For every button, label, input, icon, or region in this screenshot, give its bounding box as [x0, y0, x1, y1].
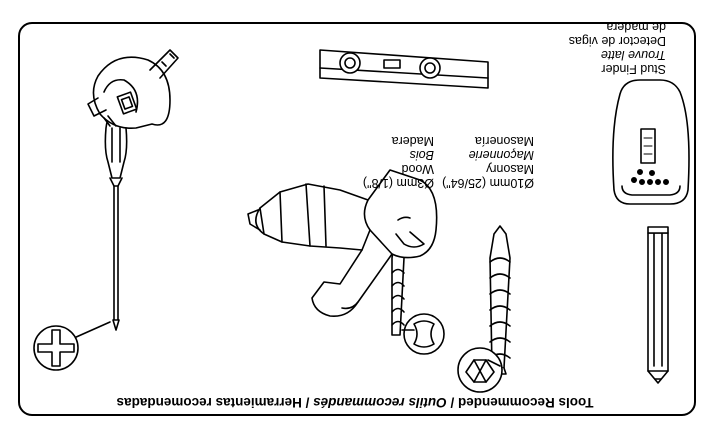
- tape-measure-icon: [87, 49, 179, 130]
- stud-finder-label-fr: Trouve latte: [600, 48, 666, 62]
- wood-bit-label-en: Wood: [401, 162, 434, 176]
- masonry-bit-label: Ø10mm (25/64") Masonry Maçonnerie Masone…: [442, 134, 534, 190]
- masonry-bit-label-fr: Maçonnerie: [468, 148, 534, 162]
- phillips-tip-icon: [33, 325, 79, 371]
- masonry-bit-label-es: Masonería: [474, 134, 534, 148]
- stud-finder-label-en: Stud Finder: [601, 62, 666, 76]
- wood-bit-label-fr: Bois: [409, 148, 434, 162]
- stud-finder-label-es-2: de madera: [606, 20, 666, 34]
- level-icon: [319, 49, 489, 89]
- stud-finder-icon: [612, 79, 690, 205]
- wood-bit-label: Ø3mm (1/8") Wood Bois Madera: [363, 134, 434, 190]
- masonry-bit-size: Ø10mm (25/64"): [442, 176, 534, 190]
- screwdriver-icon: [73, 109, 128, 339]
- pencil-icon: [647, 226, 669, 384]
- wood-bit-label-es: Madera: [391, 134, 434, 148]
- drill-icon: [247, 169, 438, 318]
- stud-finder-label-es-1: Detector de vigas: [568, 34, 666, 48]
- masonry-bit-icon: [457, 225, 511, 393]
- masonry-bit-label-en: Masonry: [486, 162, 534, 176]
- wood-bit-size: Ø3mm (1/8"): [362, 176, 434, 190]
- stud-finder-label: Stud Finder Trouve latte Detector de vig…: [569, 20, 666, 76]
